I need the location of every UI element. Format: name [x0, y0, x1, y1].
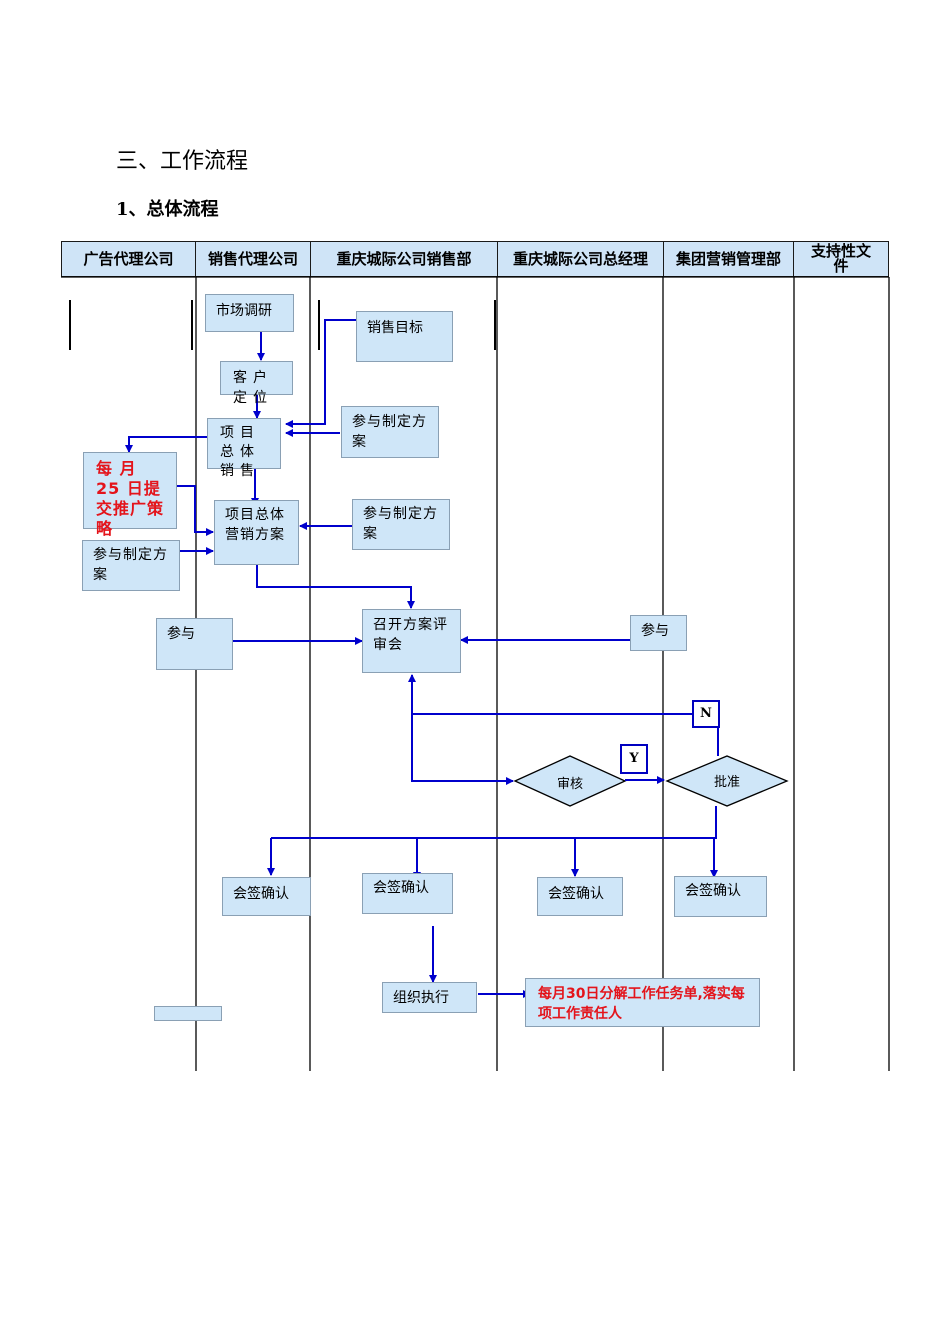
connectors: [125, 319, 719, 998]
countersign-box-4: 会签确认: [674, 876, 767, 917]
lane-header-group-marketing: 集团营销管理部: [663, 241, 794, 277]
no-marker: N: [692, 700, 720, 728]
participate-box-right: 参与: [630, 615, 687, 651]
lane-header-cq-sales-dept: 重庆城际公司销售部: [310, 241, 498, 277]
arrow-plan-to-meeting: [256, 565, 415, 609]
participate-plan-box-2: 参与制定方案: [352, 499, 450, 550]
market-research-box: 市场调研: [205, 294, 294, 332]
arrow-project-to-strategy: [125, 436, 212, 453]
project-total-sales-box: 项目总体销售: [207, 418, 281, 479]
review-meeting-box: 召开方案评审会: [362, 609, 461, 673]
lane-header-sales-agency: 销售代理公司: [195, 241, 311, 277]
artifact-lines: [69, 300, 496, 350]
approve-diamond-label: 批准: [713, 775, 740, 790]
section-title: 三、工作流程: [116, 149, 249, 174]
monthly-task-box: 每月30日分解工作任务单,落实每项工作责任人: [525, 978, 760, 1027]
participate-box-left: 参与: [156, 618, 233, 670]
project-marketing-plan-box: 项目总体营销方案: [214, 500, 299, 565]
organize-execution-box: 组织执行: [382, 982, 477, 1013]
arrow-no-back-to-meeting: [408, 674, 719, 756]
lane-header-cq-general-manager: 重庆城际公司总经理: [497, 241, 664, 277]
countersign-box-2: 会签确认: [362, 873, 453, 914]
arrow-meeting-to-review: [411, 680, 514, 785]
lane-separators: [61, 276, 890, 1071]
monthly-strategy-box: 每 月 25 日提交推广策略: [83, 452, 177, 538]
review-diamond-label: 审核: [556, 777, 583, 792]
empty-box: [154, 1006, 222, 1021]
lane-header-support-docs: 支持性文件: [793, 241, 889, 277]
participate-plan-box-1: 参与制定方案: [341, 406, 439, 458]
yes-marker: Y: [620, 744, 648, 774]
countersign-box-3: 会签确认: [537, 877, 623, 916]
arrow-approve-branch: [271, 806, 717, 839]
sales-target-box: 销售目标: [356, 311, 453, 362]
countersign-box-1: 会签确认: [222, 877, 311, 916]
participate-plan-box-3: 参与制定方案: [82, 540, 180, 591]
arrow-target-to-project: [285, 319, 356, 428]
arrow-strategy-to-plan: [177, 485, 214, 536]
approve-diamond: [665, 755, 789, 807]
customer-positioning-box: 客户定位: [220, 361, 293, 406]
sub-title: 1、总体流程: [116, 199, 219, 220]
